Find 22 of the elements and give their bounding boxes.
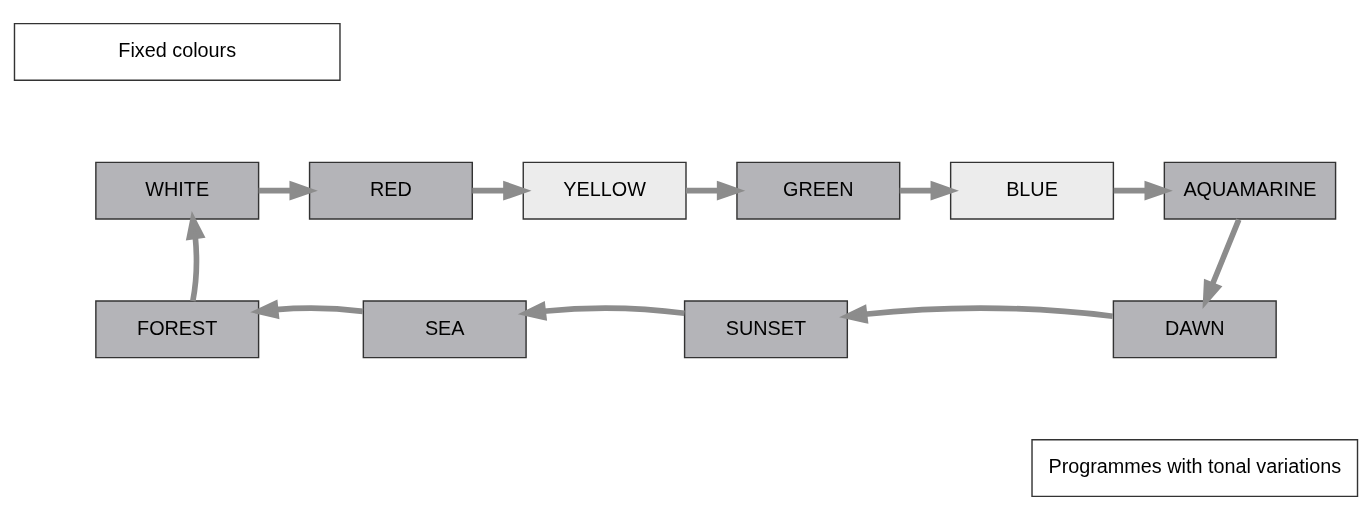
node-box: Fixed colours bbox=[13, 22, 341, 81]
arrow bbox=[1202, 218, 1242, 309]
node-box: YELLOW bbox=[522, 161, 687, 220]
node-box: AQUAMARINE bbox=[1163, 161, 1337, 220]
node-box: SUNSET bbox=[683, 299, 849, 358]
node-box: FOREST bbox=[95, 299, 260, 358]
node-box: Programmes with tonal variations bbox=[1031, 438, 1359, 497]
node-box: DAWN bbox=[1112, 299, 1277, 358]
arrow bbox=[839, 303, 1114, 324]
node-box: GREEN bbox=[736, 161, 901, 220]
arrow bbox=[250, 298, 364, 319]
node-box: RED bbox=[308, 161, 473, 220]
node-box: SEA bbox=[362, 299, 527, 358]
arrow bbox=[899, 180, 959, 201]
node-box: BLUE bbox=[949, 161, 1115, 220]
node-box: WHITE bbox=[95, 161, 260, 220]
arrow bbox=[1113, 180, 1173, 201]
arrow bbox=[472, 180, 532, 201]
arrow bbox=[517, 300, 685, 321]
arrow bbox=[258, 180, 318, 201]
arrow bbox=[686, 180, 746, 201]
arrow bbox=[185, 210, 206, 301]
